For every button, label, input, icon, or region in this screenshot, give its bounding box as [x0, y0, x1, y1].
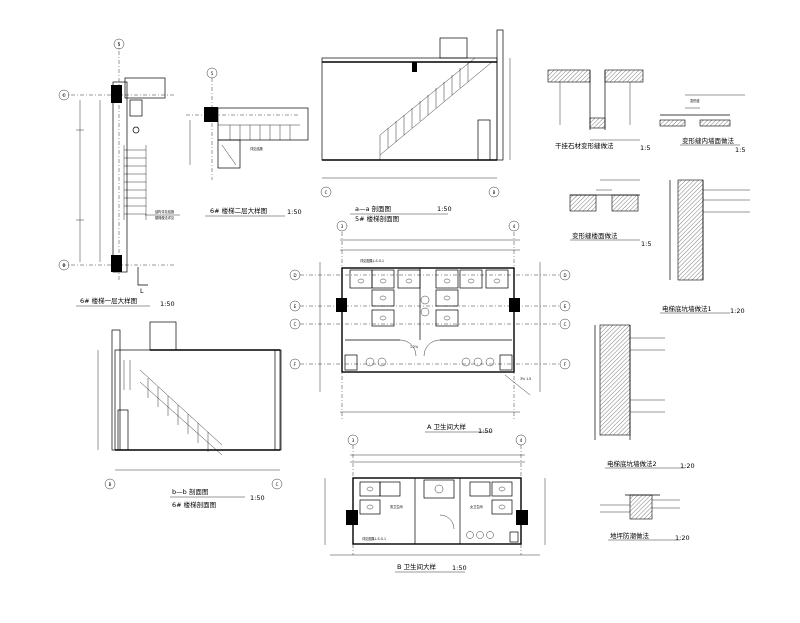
svg-text:1.2%: 1.2% — [410, 345, 418, 349]
toilet-b-scale: 1:50 — [452, 564, 467, 572]
section-aa-title: a—a 剖面图 — [355, 204, 391, 213]
section-aa: C B a—a 剖面图 5# 楼梯剖面图 1:50 — [320, 29, 511, 223]
section-bb-title: b—b 剖面图 — [172, 487, 208, 496]
svg-text:C: C — [63, 93, 66, 98]
toilet-b-title: B 卫生间大样 — [397, 562, 437, 571]
svg-text:变形缝: 变形缝 — [690, 98, 700, 103]
toilet-a-plan: 3 4 D E C F D E C F — [289, 220, 571, 435]
svg-text:F: F — [294, 362, 297, 367]
svg-text:C: C — [276, 482, 279, 487]
svg-text:F: F — [564, 362, 567, 367]
toilet-a-scale: 1:50 — [478, 427, 493, 435]
svg-text:5: 5 — [211, 71, 214, 76]
svg-text:楼梯做法详见: 楼梯做法详见 — [155, 215, 175, 220]
detail-damp-floor: 地坪防潮做法 1:20 — [600, 494, 690, 542]
svg-text:5: 5 — [118, 42, 121, 47]
stair6-plan2: 5 详见结施 6# 楼梯二层大样图 1:50 — [186, 67, 309, 217]
detail-2-title: 变形缝内墙面做法 — [682, 136, 735, 145]
detail-5-scale: 1:20 — [680, 462, 695, 470]
svg-text:结构详见结施: 结构详见结施 — [155, 209, 175, 214]
section-aa-scale: 1:50 — [437, 205, 452, 213]
detail-4-title: 电梯底坑墙做法1 — [662, 304, 712, 313]
svg-text:B: B — [63, 263, 66, 268]
svg-text:C: C — [564, 322, 567, 327]
detail-pit-wall-1: 电梯底坑墙做法1 1:20 — [660, 179, 750, 315]
detail-1-title: 干挂石材变形缝做法 — [555, 141, 614, 150]
detail-5-title: 电梯底坑墙做法2 — [607, 459, 657, 468]
detail-4-scale: 1:20 — [730, 307, 745, 315]
detail-pit-wall-2: 电梯底坑墙做法2 1:20 — [594, 324, 695, 470]
svg-text:详见结施: 详见结施 — [250, 146, 264, 151]
stair6-plan2-title: 6# 楼梯二层大样图 — [210, 206, 267, 215]
stair6-plan-title: 6# 楼梯一层大样图 — [80, 296, 137, 305]
detail-expansion-stone: 干挂石材变形缝做法 1:5 — [547, 69, 650, 152]
svg-text:C: C — [325, 190, 328, 195]
svg-text:4: 4 — [520, 438, 523, 443]
svg-text:E: E — [564, 304, 567, 309]
section-aa-subtitle: 5# 楼梯剖面图 — [355, 214, 399, 223]
svg-text:详见图集L.S.G.1: 详见图集L.S.G.1 — [360, 258, 384, 263]
svg-text:D: D — [293, 273, 296, 278]
detail-expansion-floor: 变形缝楼面做法 1:5 — [569, 179, 651, 248]
svg-text:4: 4 — [513, 224, 516, 229]
toilet-a-title: A 卫生间大样 — [427, 422, 467, 431]
detail-3-scale: 1:5 — [641, 240, 651, 248]
section-bb: B C b—b 剖面图 6# 楼梯剖面图 1:50 — [97, 321, 283, 509]
svg-text:B: B — [493, 190, 496, 195]
detail-expansion-wall: 变形缝 变形缝内墙面做法 1:5 — [659, 94, 745, 154]
svg-text:详见图集L.S.G.1: 详见图集L.S.G.1 — [362, 536, 386, 541]
detail-6-scale: 1:20 — [675, 534, 690, 542]
svg-text:3: 3 — [352, 438, 355, 443]
section-bb-subtitle: 6# 楼梯剖面图 — [172, 500, 216, 509]
svg-text:E: E — [294, 304, 297, 309]
detail-3-title: 变形缝楼面做法 — [572, 231, 618, 240]
svg-text:3: 3 — [341, 224, 344, 229]
detail-6-title: 地坪防潮做法 — [610, 531, 650, 540]
svg-text:男卫生间: 男卫生间 — [390, 504, 403, 509]
detail-1-scale: 1:5 — [640, 144, 650, 152]
svg-text:B: B — [109, 482, 112, 487]
stair6-plan-scale: 1:50 — [160, 300, 175, 308]
svg-text:L: L — [140, 287, 144, 295]
svg-text:3% 1.5: 3% 1.5 — [520, 377, 531, 381]
svg-text:C: C — [294, 322, 297, 327]
section-bb-scale: 1:50 — [250, 494, 265, 502]
toilet-b-plan: 3 4 详见图集L.S.G.1 男卫生间 女卫生间 B 卫生间大样 1:50 — [324, 434, 546, 573]
svg-text:D: D — [563, 273, 566, 278]
svg-text:女卫生间: 女卫生间 — [470, 504, 483, 509]
stair6-plan2-scale: 1:50 — [287, 208, 302, 216]
detail-2-scale: 1:5 — [735, 146, 745, 154]
